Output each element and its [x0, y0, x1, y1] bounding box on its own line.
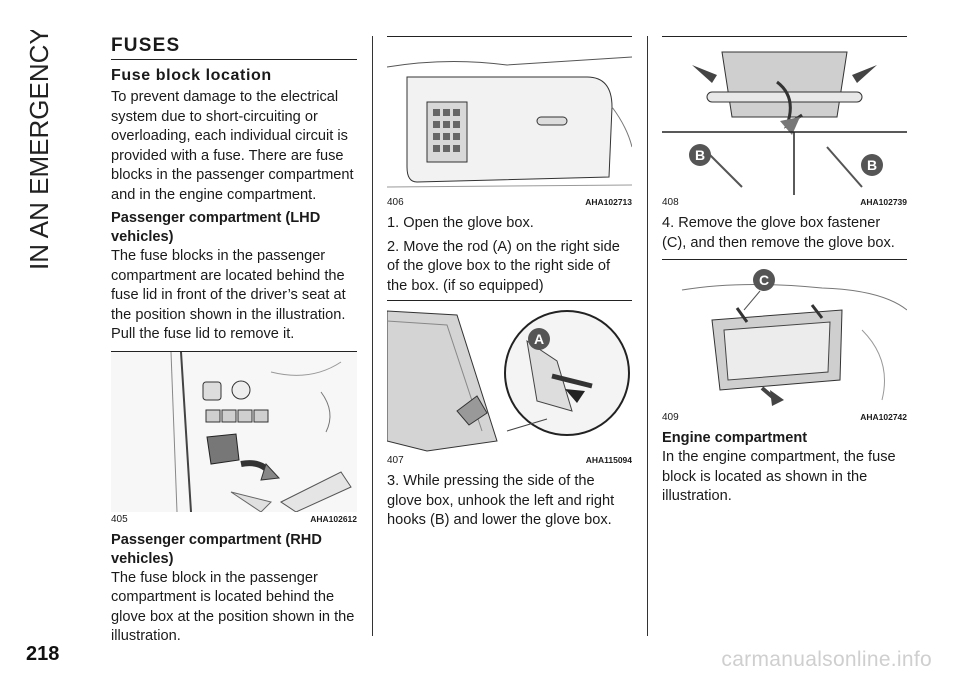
figure-top-rule — [387, 36, 632, 37]
step-4: 4. Remove the glove box fastener (C), an… — [662, 215, 895, 251]
figure-406-caption: 406 AHA102713 — [387, 196, 632, 209]
step-1: 1. Open the glove box. — [387, 215, 534, 231]
callout-b-right: B — [867, 157, 877, 173]
chapter-tab: IN AN EMERGENCY — [18, 30, 58, 270]
lhd-text: The fuse blocks in the passenger compart… — [111, 248, 346, 342]
figure-top-rule — [662, 259, 907, 260]
figure-408: B B 408 AHA102739 — [662, 36, 907, 209]
callout-a: A — [534, 331, 544, 347]
figure-code: AHA102742 — [860, 412, 907, 422]
watermark: carmanualsonline.info — [721, 648, 932, 671]
engine-text: In the engine compartment, the fuse bloc… — [662, 449, 896, 504]
figure-408-image: B B — [662, 37, 907, 195]
figure-code: AHA102713 — [585, 197, 632, 207]
figure-409-image: C — [662, 260, 907, 410]
chapter-tab-svg: IN AN EMERGENCY — [24, 30, 54, 270]
figure-405-image — [111, 351, 357, 512]
figure-409: C 409 AHA102742 — [662, 259, 907, 424]
step-3: 3. While pressing the side of the glove … — [387, 473, 615, 528]
fuse-lid-lhd-illustration — [111, 351, 357, 512]
figure-top-rule — [387, 300, 632, 301]
figure-number: 406 — [387, 197, 404, 208]
title-rule — [111, 59, 357, 60]
figure-code: AHA102612 — [310, 513, 357, 524]
glove-box-hooks-illustration: B B — [662, 37, 907, 195]
column-divider — [647, 36, 648, 636]
figure-407-image: A — [387, 301, 632, 453]
figure-406: 406 AHA102713 — [387, 36, 632, 209]
lhd-heading: Passenger compartment (LHD vehicles) — [111, 210, 321, 245]
section-title: FUSES — [111, 35, 181, 56]
step-2: 2. Move the rod (A) on the right side of… — [387, 238, 620, 294]
column-3: B B 408 AHA102739 4. Remove the glove bo… — [662, 36, 907, 511]
figure-407: A 407 AHA115094 — [387, 300, 632, 467]
engine-heading: Engine compartment — [662, 430, 808, 446]
figure-408-caption: 408 AHA102739 — [662, 196, 907, 209]
figure-407-caption: 407 AHA115094 — [387, 454, 632, 467]
figure-409-caption: 409 AHA102742 — [662, 411, 907, 424]
figure-number: 407 — [387, 455, 404, 466]
glove-box-fastener-illustration: C — [662, 260, 907, 410]
figure-top-rule — [111, 350, 357, 352]
figure-406-image — [387, 37, 632, 195]
chapter-title: IN AN EMERGENCY — [24, 30, 54, 270]
intro-text: To prevent damage to the electrical syst… — [111, 89, 354, 203]
figure-code: AHA102739 — [860, 197, 907, 207]
glove-box-rod-illustration: A — [387, 301, 632, 453]
column-divider — [372, 36, 373, 636]
figure-405: 405 AHA102612 — [111, 350, 357, 526]
figure-number: 405 — [111, 513, 128, 525]
callout-c: C — [759, 272, 769, 288]
page-number: 218 — [26, 643, 60, 665]
glove-box-closed-illustration — [387, 37, 632, 195]
figure-405-caption: 405 AHA102612 — [111, 513, 357, 526]
figure-number: 408 — [662, 197, 679, 208]
rhd-heading: Passenger compartment (RHD vehicles) — [111, 531, 322, 567]
rhd-text: The fuse block in the passenger compartm… — [111, 569, 355, 645]
column-1: FUSES Fuse block location To prevent dam… — [111, 36, 357, 651]
section-subtitle: Fuse block location — [111, 67, 272, 84]
callout-b-left: B — [695, 147, 705, 163]
figure-code: AHA115094 — [585, 455, 632, 465]
figure-top-rule — [662, 36, 907, 37]
column-2: 406 AHA102713 1. Open the glove box. 2. … — [387, 36, 632, 535]
figure-number: 409 — [662, 412, 679, 423]
